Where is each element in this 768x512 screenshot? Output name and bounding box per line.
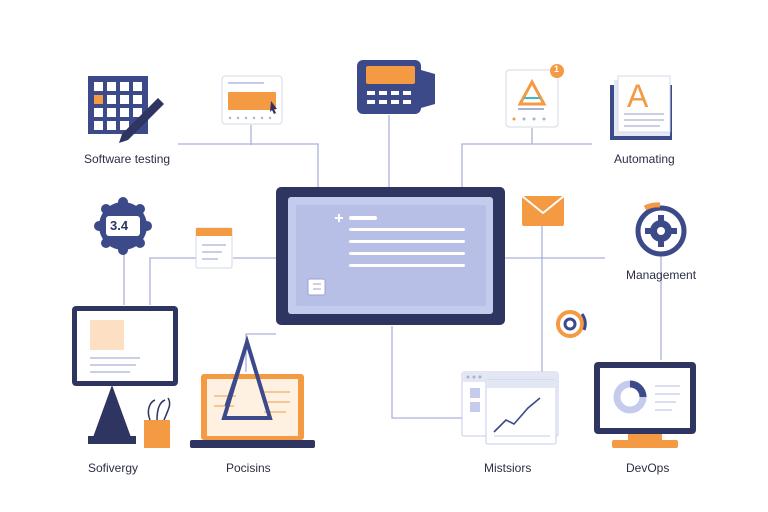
document-icon <box>307 278 326 296</box>
browser-chart-icon <box>461 371 559 445</box>
label-automating: Automating <box>614 152 675 166</box>
rings-icon <box>556 310 587 338</box>
plus-icon <box>335 214 343 222</box>
connector-pocisins <box>245 333 276 372</box>
connectors <box>123 115 662 419</box>
triangle-logo-icon <box>517 78 547 106</box>
label-pocisins: Pocisins <box>226 461 271 475</box>
notification-count: 1 <box>554 64 560 74</box>
laptop-triangle-icon <box>190 335 315 448</box>
calculator-icon <box>357 60 435 114</box>
calendar-pen-icon <box>88 76 164 143</box>
plant-icon <box>144 397 171 448</box>
connector-automating <box>461 143 592 188</box>
label-software-testing: Software testing <box>84 152 171 166</box>
gear-icon <box>635 202 687 257</box>
mini-window-icon <box>195 227 233 269</box>
connector-testing <box>178 143 319 188</box>
cursor-icon <box>270 101 277 114</box>
version-badge-text: 3.4 <box>110 218 129 233</box>
label-mistsiors: Mistsiors <box>484 461 532 475</box>
connector-mistsiors <box>391 326 462 419</box>
devops-monitor-icon <box>594 362 696 448</box>
label-devops: DevOps <box>626 461 670 475</box>
version-badge-icon <box>94 197 152 255</box>
document-letter: A <box>627 78 649 114</box>
connector-softvergy <box>149 257 196 305</box>
central-monitor <box>276 187 505 325</box>
progress-card <box>221 75 283 125</box>
document-letter-icon <box>610 75 672 140</box>
analytics-card <box>505 64 564 128</box>
notification-badge <box>550 64 564 78</box>
display-pyramid-icon <box>72 306 178 448</box>
label-softvergy: Sofivergy <box>88 461 139 475</box>
email-icon <box>521 195 565 226</box>
label-management: Management <box>626 268 697 282</box>
